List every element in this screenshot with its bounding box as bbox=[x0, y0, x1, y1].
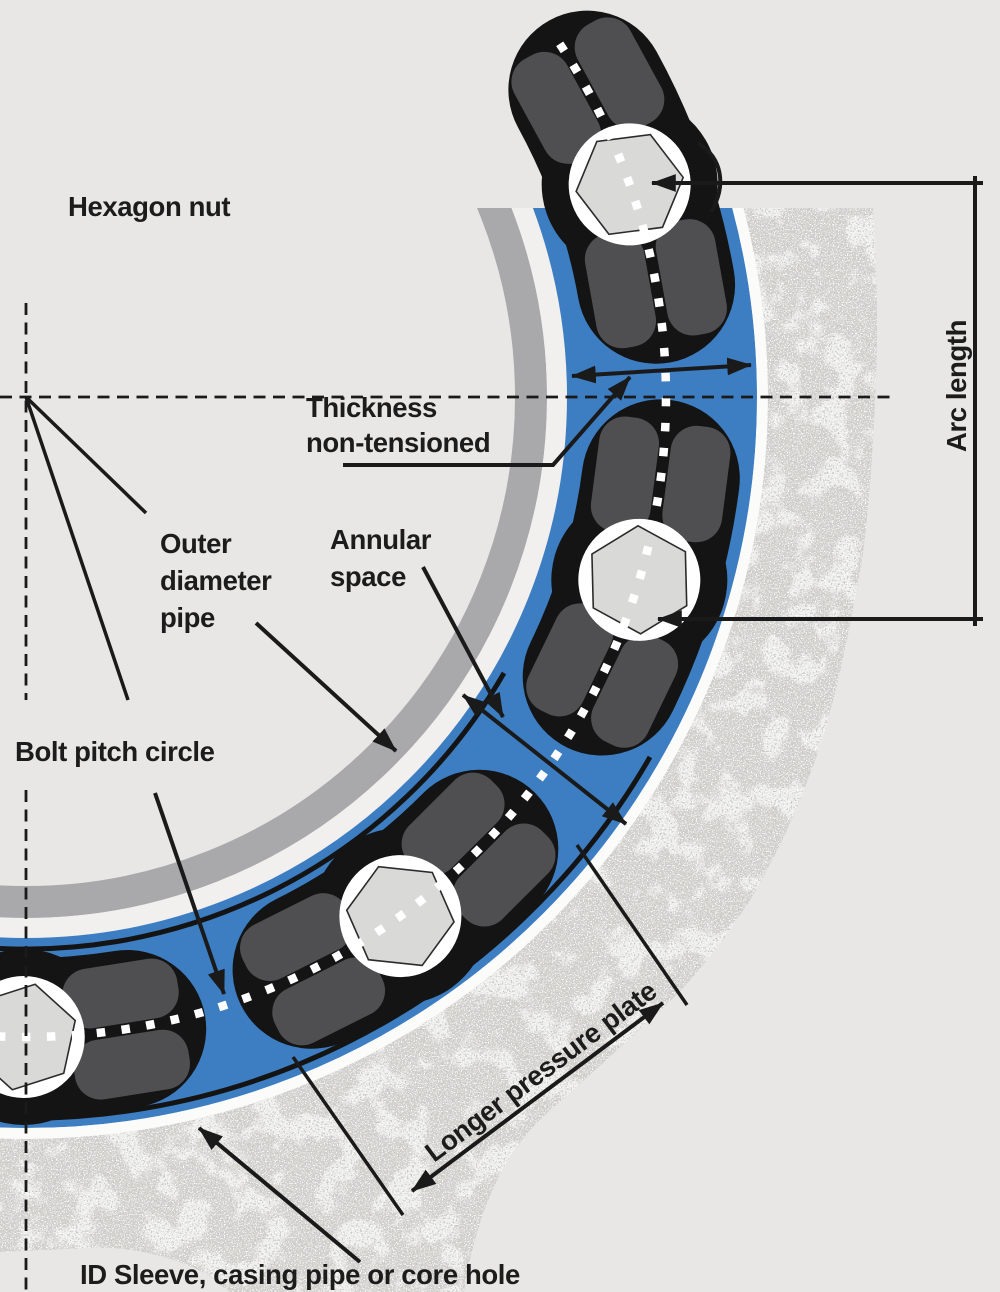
pressure-plate-extension-left bbox=[291, 1056, 405, 1216]
label-bolt-pitch-circle: Bolt pitch circle bbox=[15, 736, 215, 767]
id-sleeve-leader-line bbox=[197, 1126, 362, 1264]
radius-line-bolt-pitch bbox=[24, 396, 130, 701]
label-thickness-line1: Thickness bbox=[306, 392, 437, 423]
center-construction-lines bbox=[0, 303, 897, 1292]
label-outer-diameter-line2: diameter bbox=[160, 565, 272, 596]
seal-edge-lips bbox=[0, 671, 653, 1121]
label-hexagon-nut: Hexagon nut bbox=[68, 191, 230, 222]
radius-line-outer-diameter bbox=[24, 395, 148, 515]
bolt-pitch-leader-line bbox=[153, 792, 226, 995]
thickness-leader-line bbox=[343, 375, 632, 467]
thickness-dimension-arrow bbox=[570, 357, 753, 384]
pressure-plate-extension-right bbox=[575, 844, 689, 1006]
annular-space-dimension-arrow bbox=[461, 693, 628, 826]
label-annular-line1: Annular bbox=[330, 524, 432, 555]
bolt-pitch-circle-dots bbox=[0, 41, 671, 1042]
label-arc-length: Arc length bbox=[941, 320, 972, 452]
outer-pipe-leader-line bbox=[254, 621, 398, 753]
label-outer-diameter-line1: Outer bbox=[160, 528, 232, 559]
label-id-sleeve: ID Sleeve, casing pipe or core hole bbox=[80, 1259, 520, 1290]
pressure-plate-dimension-arrow bbox=[410, 1001, 665, 1193]
label-outer-diameter-line3: pipe bbox=[160, 602, 215, 633]
radius-lines bbox=[24, 395, 148, 701]
annotation-lines bbox=[153, 141, 983, 1264]
annular-space-leader-line bbox=[421, 566, 505, 718]
label-thickness-line2: non-tensioned bbox=[306, 427, 490, 458]
label-annular-line2: space bbox=[330, 561, 406, 592]
rotation-direction-arc bbox=[696, 141, 723, 214]
